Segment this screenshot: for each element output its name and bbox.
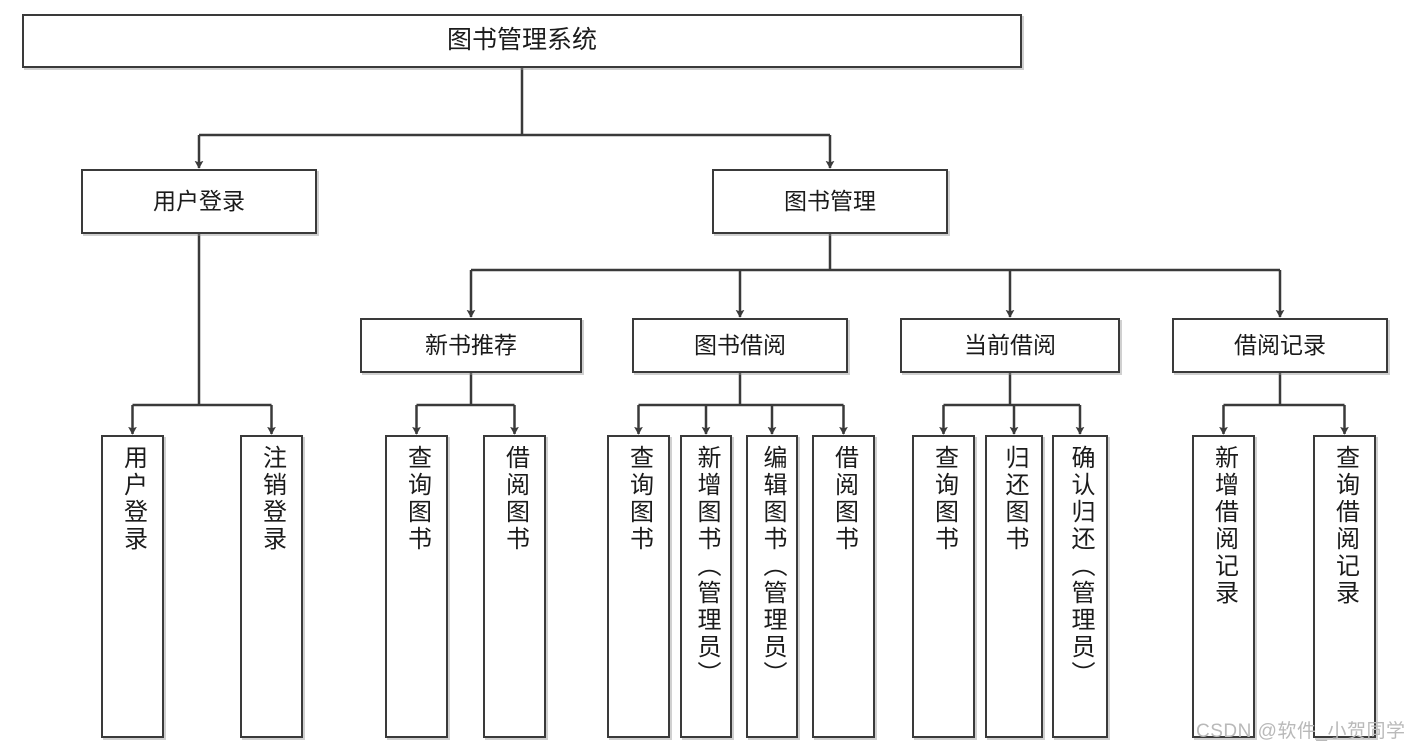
- node-borrow-record[interactable]: 借阅记录: [1172, 318, 1388, 373]
- node-label: 新增借阅记录: [1210, 445, 1238, 607]
- node-leaf-bb-query[interactable]: 查询图书: [607, 435, 670, 738]
- node-current-borrow[interactable]: 当前借阅: [900, 318, 1120, 373]
- node-label: 用户登录: [119, 445, 147, 553]
- node-root[interactable]: 图书管理系统: [22, 14, 1022, 68]
- node-label: 借阅图书: [501, 445, 529, 553]
- node-leaf-bb-edit[interactable]: 编辑图书（管理员）: [746, 435, 798, 738]
- node-label: 用户登录: [153, 187, 245, 214]
- node-label: 图书管理: [784, 187, 876, 214]
- node-label: 归还图书: [1001, 445, 1028, 553]
- node-leaf-cb-confirm[interactable]: 确认归还（管理员）: [1052, 435, 1108, 738]
- node-leaf-br-query[interactable]: 查询借阅记录: [1313, 435, 1376, 738]
- node-label: 确认归还（管理员）: [1067, 445, 1094, 688]
- node-leaf-bb-borrow[interactable]: 借阅图书: [812, 435, 875, 738]
- node-label: 编辑图书（管理员）: [759, 445, 786, 688]
- node-book-borrow[interactable]: 图书借阅: [632, 318, 848, 373]
- node-label: 查询图书: [625, 445, 653, 553]
- node-label: 查询借阅记录: [1331, 445, 1359, 607]
- node-leaf-bb-add[interactable]: 新增图书（管理员）: [680, 435, 732, 738]
- node-label: 查询图书: [930, 445, 958, 553]
- node-label: 注销登录: [258, 445, 286, 553]
- node-leaf-cb-query[interactable]: 查询图书: [912, 435, 975, 738]
- node-book-manage[interactable]: 图书管理: [712, 169, 948, 234]
- node-leaf-nbr-query[interactable]: 查询图书: [385, 435, 448, 738]
- node-label: 借阅图书: [830, 445, 858, 553]
- node-leaf-user-login[interactable]: 用户登录: [101, 435, 164, 738]
- node-label: 图书管理系统: [446, 26, 597, 55]
- node-label: 查询图书: [403, 445, 431, 553]
- watermark: CSDN @软件_小贺同学: [1196, 721, 1405, 742]
- node-label: 借阅记录: [1234, 331, 1326, 358]
- node-new-book-rec[interactable]: 新书推荐: [360, 318, 582, 373]
- node-leaf-cb-return[interactable]: 归还图书: [985, 435, 1043, 738]
- node-label: 新书推荐: [425, 331, 517, 358]
- node-leaf-br-add[interactable]: 新增借阅记录: [1192, 435, 1255, 738]
- node-label: 图书借阅: [694, 331, 786, 358]
- node-label: 新增图书（管理员）: [693, 445, 720, 688]
- node-label: 当前借阅: [964, 331, 1056, 358]
- node-leaf-logout[interactable]: 注销登录: [240, 435, 303, 738]
- node-leaf-nbr-borrow[interactable]: 借阅图书: [483, 435, 546, 738]
- node-user-login[interactable]: 用户登录: [81, 169, 317, 234]
